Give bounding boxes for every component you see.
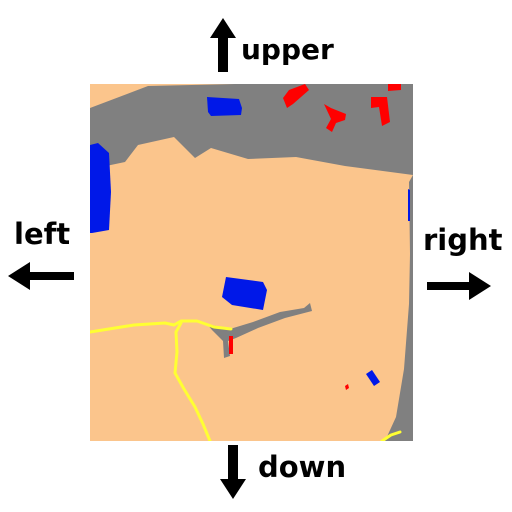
arrow-right-icon (427, 272, 491, 300)
building-4 (388, 84, 401, 91)
center-water-body (222, 277, 267, 310)
building-3 (371, 97, 390, 126)
small-water-body (366, 370, 380, 386)
building-2 (324, 104, 346, 132)
direction-label-right: right (423, 223, 503, 257)
right-road-strip (385, 175, 413, 441)
yellow-path-corner (380, 430, 402, 441)
map-svg (90, 84, 413, 441)
arrow-left-icon (8, 262, 74, 290)
direction-label-left: left (14, 217, 71, 251)
edge-water-strip (408, 189, 410, 221)
center-road (207, 303, 312, 358)
arrow-down-icon (220, 445, 246, 499)
left-water-body (90, 143, 111, 233)
direction-label-down: down (258, 450, 347, 484)
yellow-path-main (90, 319, 233, 334)
arrow-up-icon (210, 18, 236, 72)
upper-water-body (207, 97, 242, 116)
building-5 (229, 336, 233, 354)
upper-road-network (90, 84, 413, 180)
direction-label-upper: upper (241, 33, 334, 66)
map-area[interactable] (90, 84, 413, 441)
building-6 (345, 384, 349, 390)
yellow-path-branch (173, 321, 212, 441)
building-1 (283, 84, 309, 108)
